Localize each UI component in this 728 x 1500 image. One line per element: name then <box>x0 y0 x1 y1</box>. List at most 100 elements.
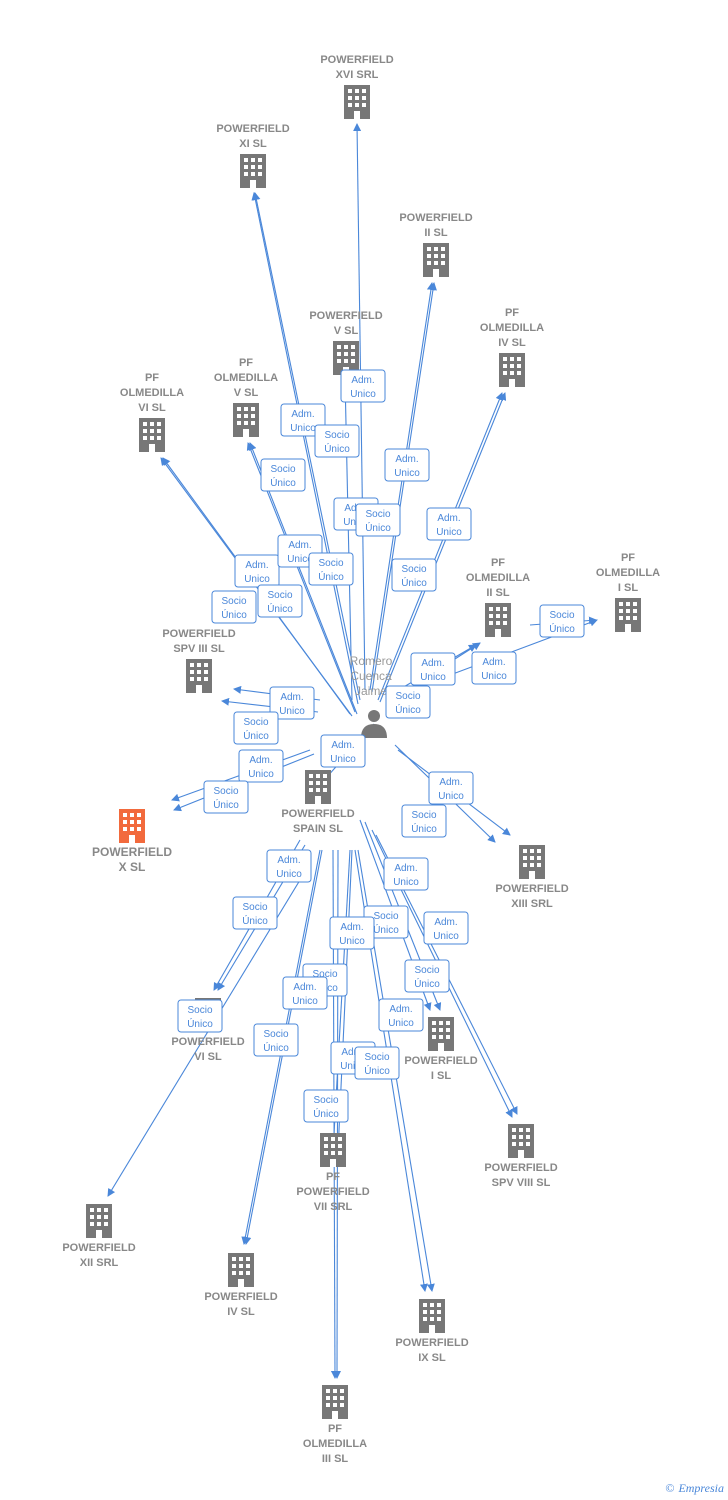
admin-badge[interactable]: Adm.Unico <box>238 749 284 783</box>
company-label-line: III SL <box>322 1453 349 1465</box>
badge-label-line: Único <box>549 622 575 635</box>
admin-badge[interactable]: Adm.Unico <box>423 911 469 945</box>
company-label-line: PF <box>326 1171 340 1183</box>
admin-badge[interactable]: Adm.Unico <box>428 771 474 805</box>
admin-badge[interactable]: Adm.Unico <box>280 403 326 437</box>
company-label-line: POWERFIELD <box>171 1036 244 1048</box>
badge-label-line: Unico <box>438 791 464 802</box>
company-node-xi[interactable]: POWERFIELD XI SL <box>216 123 290 188</box>
ownership-edge <box>252 192 361 701</box>
badge-label-line: Socio <box>318 558 343 569</box>
badge-label-line: Adm. <box>437 513 460 524</box>
footer-brand[interactable]: ©Empresia <box>665 1481 724 1496</box>
badge-label-line: Socio <box>324 430 349 441</box>
admin-badge[interactable]: Adm.Unico <box>269 686 315 720</box>
admin-badge[interactable]: Adm.Unico <box>383 857 429 891</box>
company-label-line: PF <box>328 1423 342 1435</box>
badge-label-line: Adm. <box>341 1047 364 1058</box>
badge-label-line: Unico <box>436 527 462 538</box>
admin-badge[interactable]: Adm.Unico <box>384 448 430 482</box>
ownership-edge <box>107 879 301 1197</box>
admin-badge[interactable]: Adm. Unico <box>426 507 472 541</box>
company-label-line: POWERFIELD <box>216 123 289 135</box>
company-label-line: XI SL <box>239 138 267 150</box>
badge-label-line: Unico <box>244 574 270 585</box>
badge-label-line: Socio <box>267 590 292 601</box>
badge-label-line: Adm. <box>434 917 457 928</box>
admin-badge[interactable]: Adm.Unico <box>266 849 312 883</box>
person-name-line: Romero <box>350 654 393 668</box>
badge-label-line: Unico <box>248 769 274 780</box>
company-label-line: IV SL <box>227 1306 255 1318</box>
badge-label-line: Adm. <box>421 658 444 669</box>
badge-label-line: Unico <box>340 1061 366 1072</box>
admin-badge[interactable]: Adm.Unico <box>471 651 517 685</box>
admin-badge[interactable]: Adm.Unico <box>410 652 456 686</box>
badge-label-line: Adm. <box>291 409 314 420</box>
building-icon <box>320 1133 346 1167</box>
badge-label-line: Unico <box>388 1018 414 1029</box>
building-icon <box>305 770 331 804</box>
badge-label-line: Único <box>263 1041 289 1054</box>
badge-label-line: Adm. <box>245 560 268 571</box>
badge-label-line: Adm. <box>280 692 303 703</box>
building-icon <box>344 85 370 119</box>
admin-badge[interactable]: Adm.Unico <box>340 369 386 403</box>
badge-label-line: Único <box>401 576 427 589</box>
admin-badge[interactable]: Adm.Unico <box>282 976 328 1010</box>
company-label-line: XII SRL <box>80 1257 119 1269</box>
badge-label-line: Único <box>187 1017 213 1030</box>
badge-label-line: Socio <box>395 691 420 702</box>
company-label-line: POWERFIELD <box>320 54 393 66</box>
admin-badge[interactable]: Adm.Unico <box>329 916 375 950</box>
badge-label-line: Adm. <box>389 1004 412 1015</box>
building-icon <box>519 845 545 879</box>
badge-label-line: Socio <box>263 1029 288 1040</box>
company-label-line: POWERFIELD <box>484 1162 557 1174</box>
admin-badge[interactable]: Adm.Unico <box>320 734 366 768</box>
admin-badge[interactable]: Adm. Unico <box>378 998 424 1032</box>
admin-badge[interactable]: Adm. Unico <box>234 554 280 588</box>
